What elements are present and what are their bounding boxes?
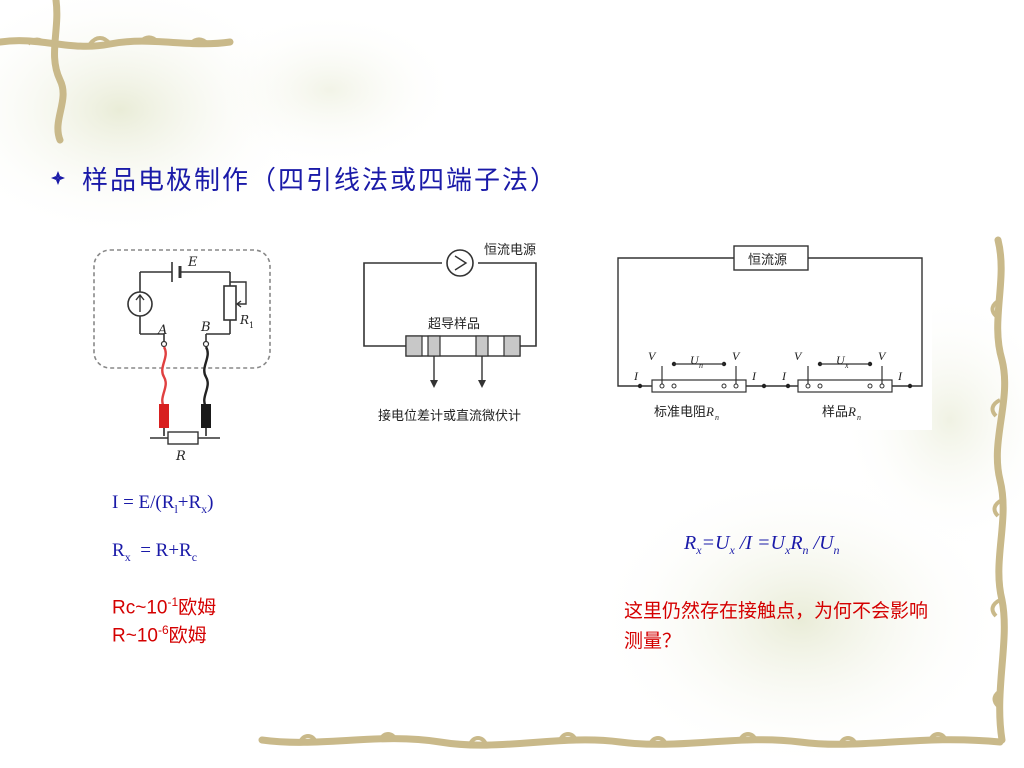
standard-R: R bbox=[705, 404, 714, 419]
label-R1: R bbox=[239, 313, 249, 327]
source-label-3: 恒流源 bbox=[748, 253, 787, 268]
Un-label: U bbox=[690, 353, 700, 367]
I-minus-label-2: I bbox=[781, 369, 787, 383]
formula-current: I = E/(Rl+Rx) bbox=[112, 492, 214, 516]
V-minus-label-2: V bbox=[794, 349, 803, 363]
superconductor-sample-figure: 恒流电源 超导样品 接电位差计或直流微伏计 bbox=[358, 236, 580, 430]
four-terminal-comparison-figure: 恒流源 V V U V V U I I I I n x 标准电阻 R n 样品 … bbox=[612, 240, 932, 430]
sample-resistor-label: 样品 bbox=[822, 405, 848, 420]
I-minus-label-1: I bbox=[633, 369, 639, 383]
label-B: B bbox=[200, 320, 211, 335]
contact-resistance-note: Rc~10-1欧姆 bbox=[112, 595, 217, 619]
label-R: R bbox=[175, 449, 186, 464]
source-label: 恒流电源 bbox=[484, 243, 536, 258]
sample-R-sub: n bbox=[857, 413, 861, 422]
two-terminal-circuit-figure: E R 1 A B R bbox=[84, 242, 280, 468]
label-E: E bbox=[187, 255, 198, 270]
question-text: 这里仍然存在接触点，为何不会影响测量？ bbox=[624, 600, 929, 652]
slide-title: 样品电极制作（四引线法或四端子法） bbox=[82, 166, 559, 196]
standard-R-sub: n bbox=[715, 413, 719, 422]
formula-rx: Rx=Ux /I =UxRn /Un bbox=[684, 532, 840, 557]
sample-label: 超导样品 bbox=[428, 317, 480, 332]
I-plus-label-2: I bbox=[897, 369, 903, 383]
V-minus-label-1: V bbox=[648, 349, 657, 363]
label-R1-sub: 1 bbox=[249, 321, 254, 330]
sample-R: R bbox=[847, 404, 856, 419]
label-A: A bbox=[157, 323, 167, 338]
I-plus-label-1: I bbox=[751, 369, 757, 383]
Ux-label: U bbox=[836, 353, 846, 367]
bullet-icon bbox=[51, 171, 65, 185]
standard-resistor-label: 标准电阻 bbox=[654, 405, 706, 420]
V-plus-label-2: V bbox=[878, 349, 887, 363]
formula-resistance: Rx = R+Rc bbox=[112, 540, 198, 564]
Un-sub: n bbox=[699, 361, 703, 370]
Ux-sub: x bbox=[844, 361, 849, 370]
V-plus-label-1: V bbox=[732, 349, 741, 363]
sample-resistance-note: R~10-6欧姆 bbox=[112, 623, 207, 647]
meter-label: 接电位差计或直流微伏计 bbox=[378, 408, 521, 424]
